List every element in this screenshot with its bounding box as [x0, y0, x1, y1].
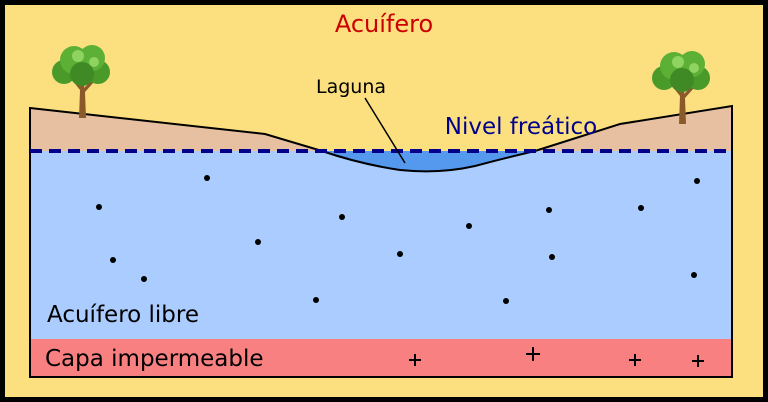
diagram-title: Acuífero — [335, 10, 433, 38]
laguna-pointer — [364, 97, 406, 164]
water-table-label: Nivel freático — [445, 114, 597, 140]
pore-dots — [96, 175, 700, 304]
aquifer-water — [30, 151, 732, 339]
tree-icon — [52, 45, 110, 118]
soil-left — [30, 108, 322, 151]
tree-icon — [652, 51, 710, 124]
plus-signs — [409, 347, 704, 367]
impermeable-layer — [30, 339, 732, 377]
impermeable-layer-label: Capa impermeable — [45, 346, 264, 372]
terrain-outline — [29, 104, 733, 378]
laguna-label: Laguna — [316, 76, 386, 98]
lagoon — [322, 151, 535, 172]
unconfined-aquifer-label: Acuífero libre — [47, 302, 199, 328]
